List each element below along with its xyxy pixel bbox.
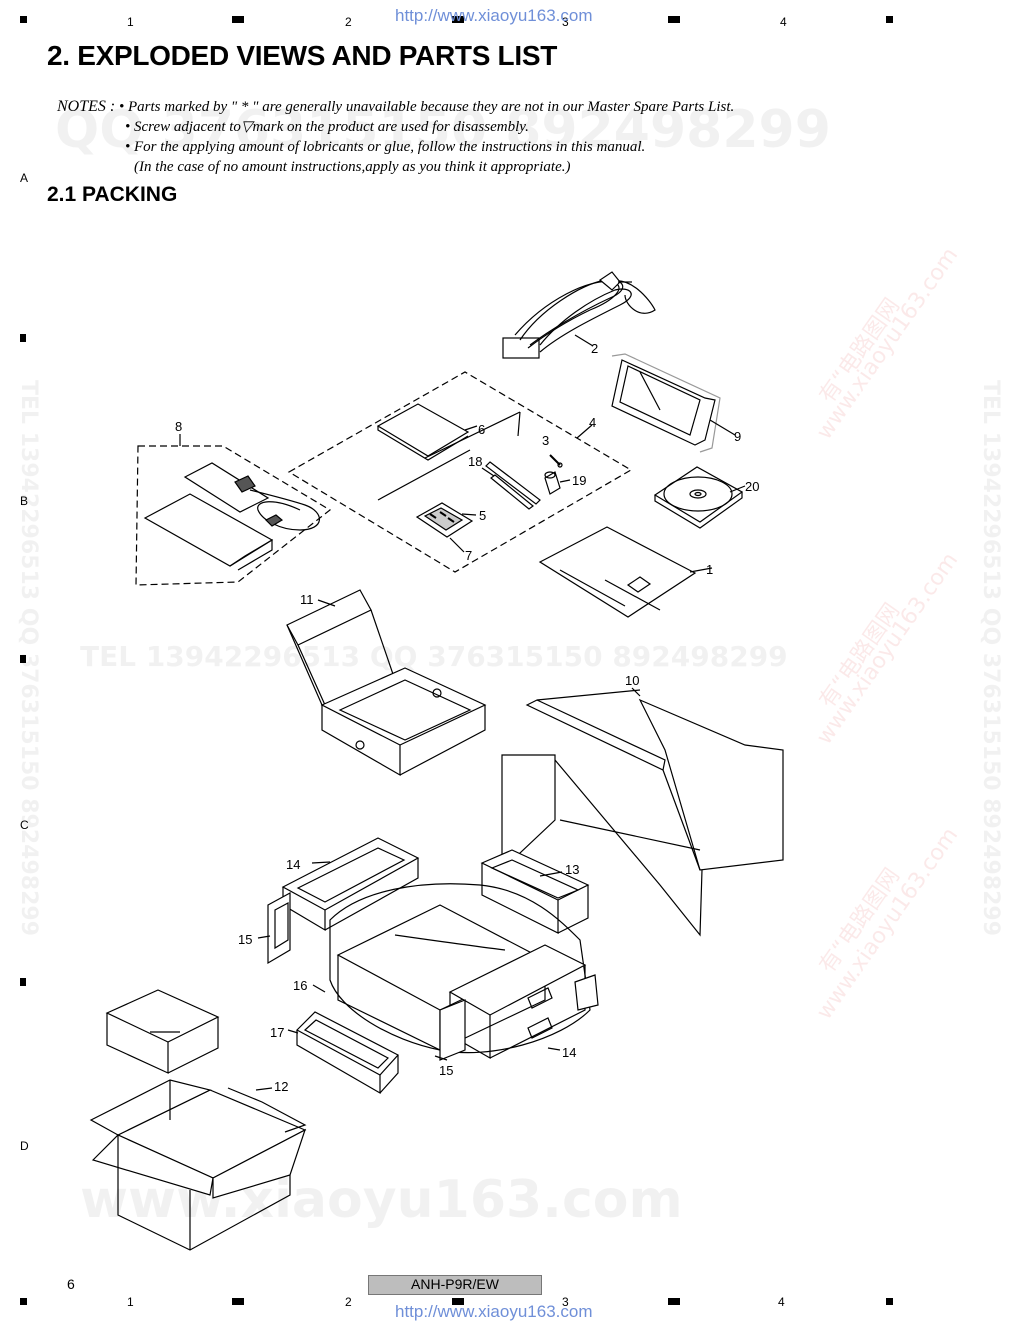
frame-col-3: 3 bbox=[562, 15, 569, 29]
source-url-top[interactable]: http://www.xiaoyu163.com bbox=[395, 6, 593, 25]
callout-5: 5 bbox=[479, 508, 486, 523]
note-1: • Parts marked by " * " are generally un… bbox=[118, 99, 735, 115]
frame-col-1: 1 bbox=[127, 15, 134, 29]
frame-col-1-bottom: 1 bbox=[127, 1295, 134, 1309]
callout-4: 4 bbox=[589, 415, 596, 430]
frame-marker bbox=[886, 1298, 893, 1305]
callout-11: 11 bbox=[300, 592, 314, 607]
cable-part-2 bbox=[502, 271, 656, 359]
frame-marker bbox=[452, 16, 464, 23]
frame-col-2: 2 bbox=[345, 15, 352, 29]
callout-13: 13 bbox=[565, 862, 579, 877]
frame-marker bbox=[452, 1298, 464, 1305]
callout-labels: 1 2 3 4 5 6 7 8 9 10 11 12 13 14 15 16 1… bbox=[175, 341, 759, 1094]
accessory-group-part-4 bbox=[287, 371, 633, 573]
callout-17: 17 bbox=[270, 1025, 284, 1040]
carton-part-10 bbox=[501, 687, 784, 937]
watermark-qq: QQ 376315150 892498299 bbox=[55, 100, 831, 160]
watermark-tel-qq: TEL 13942296513 QQ 376315150 892498299 bbox=[80, 640, 788, 673]
frame-row-c: C bbox=[20, 818, 29, 832]
frame-marker bbox=[20, 334, 26, 342]
callout-8: 8 bbox=[175, 419, 182, 434]
notes-label: NOTES : bbox=[57, 98, 116, 115]
frame-marker bbox=[20, 1298, 27, 1305]
page-number: 6 bbox=[67, 1276, 75, 1292]
frame-col-3-bottom: 3 bbox=[562, 1295, 569, 1309]
callout-20: 20 bbox=[745, 479, 759, 494]
frame-col-4: 4 bbox=[780, 15, 787, 29]
callout-14b: 14 bbox=[562, 1045, 576, 1060]
cd-part-20 bbox=[653, 466, 746, 529]
frame-marker bbox=[232, 1298, 244, 1305]
callout-9: 9 bbox=[734, 429, 741, 444]
frame-marker bbox=[232, 16, 244, 23]
callout-15: 15 bbox=[238, 932, 252, 947]
note-2: • Screw adjacent to▽mark on the product … bbox=[125, 119, 529, 135]
frame-row-d: D bbox=[20, 1139, 29, 1153]
frame-marker bbox=[886, 16, 893, 23]
manual-part-1 bbox=[538, 526, 713, 618]
page-title: 2. EXPLODED VIEWS AND PARTS LIST bbox=[47, 40, 558, 71]
callout-18: 18 bbox=[468, 454, 482, 469]
watermark-vertical-right: TEL 13942296513 QQ 376315150 892498299 bbox=[978, 380, 1003, 937]
notes-block: NOTES : • Parts marked by " * " are gene… bbox=[57, 97, 937, 177]
section-heading: 2.1 PACKING bbox=[47, 183, 178, 206]
frame-marker bbox=[668, 16, 680, 23]
cushion-assembly-parts-14-15-16 bbox=[257, 837, 599, 1061]
callout-2: 2 bbox=[591, 341, 598, 356]
note-3: • For the applying amount of lobricants … bbox=[125, 139, 646, 155]
source-url-bottom[interactable]: http://www.xiaoyu163.com bbox=[395, 1302, 593, 1321]
antenna-group-part-8 bbox=[135, 434, 332, 586]
callout-15b: 15 bbox=[439, 1063, 453, 1078]
outer-carton-part-12 bbox=[89, 1079, 307, 1251]
callout-12: 12 bbox=[274, 1079, 288, 1094]
callout-19: 19 bbox=[572, 473, 586, 488]
callout-1: 1 bbox=[706, 562, 713, 577]
insert-part-13 bbox=[480, 849, 590, 934]
frame-marker bbox=[20, 16, 27, 23]
callout-3: 3 bbox=[542, 433, 549, 448]
frame-part-17 bbox=[287, 1011, 399, 1095]
callout-16: 16 bbox=[293, 978, 307, 993]
notes-line-1: NOTES : • Parts marked by " * " are gene… bbox=[57, 97, 937, 117]
frame-marker bbox=[668, 1298, 680, 1305]
frame-row-b: B bbox=[20, 494, 29, 508]
frame-marker bbox=[20, 978, 26, 986]
frame-col-4-bottom: 4 bbox=[778, 1295, 785, 1309]
frame-col-2-bottom: 2 bbox=[345, 1295, 352, 1309]
model-label: ANH-P9R/EW bbox=[368, 1275, 542, 1295]
callout-7: 7 bbox=[465, 548, 472, 563]
callout-6: 6 bbox=[478, 422, 485, 437]
case-part-9 bbox=[611, 353, 736, 453]
frame-marker bbox=[20, 655, 26, 663]
product-block bbox=[105, 989, 220, 1074]
box-part-11 bbox=[286, 589, 487, 777]
callout-10: 10 bbox=[625, 673, 639, 688]
note-4: (In the case of no amount instructions,a… bbox=[134, 159, 571, 175]
callout-14: 14 bbox=[286, 857, 300, 872]
frame-row-a: A bbox=[20, 171, 29, 185]
